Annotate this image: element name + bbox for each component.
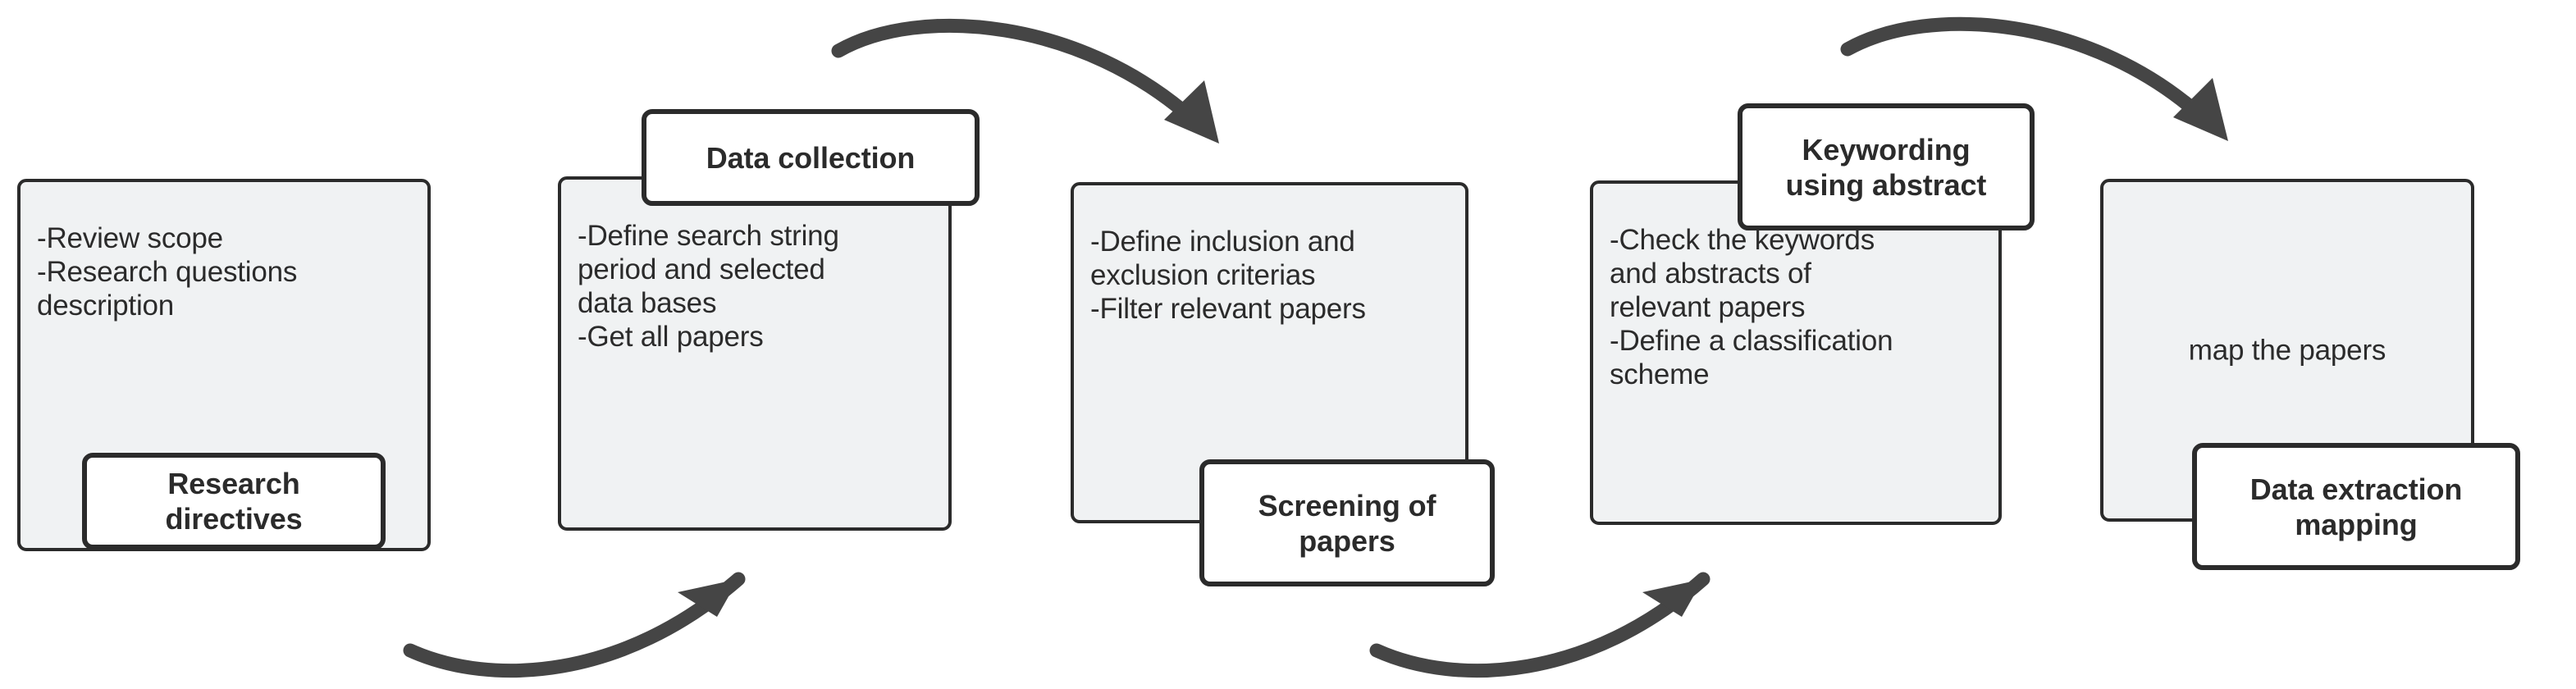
arrow-research-directives-to-data-collection [403,572,746,678]
arrow-line [403,572,746,678]
arrow-head-icon [678,579,738,617]
arrow-line [1369,572,1710,678]
step-label-data-extraction-mapping[interactable]: Data extraction mapping [2192,443,2520,570]
arrow-screening-of-papers-to-keywording [1369,572,1710,678]
step-box-data-collection[interactable]: -Define search string period and selecte… [558,176,952,531]
step-label-text: Research directives [165,467,303,536]
step-label-keywording-using-abstract[interactable]: Keywording using abstract [1738,103,2035,230]
step-label-screening-of-papers[interactable]: Screening of papers [1199,459,1495,586]
step-box-keywording-using-abstract[interactable]: -Check the keywords and abstracts of rel… [1590,180,2002,525]
arrow-head-icon [2173,78,2228,141]
arrow-head-icon [1164,80,1219,144]
arrow-head-icon [1642,579,1703,617]
step-body-text: map the papers [2188,334,2386,367]
step-label-research-directives[interactable]: Research directives [82,453,386,550]
step-body-text: -Review scope -Research questions descri… [37,222,298,322]
step-label-text: Screening of papers [1258,488,1436,558]
step-body-text: -Define inclusion and exclusion criteria… [1090,226,1366,325]
step-body-text: -Define search string period and selecte… [578,220,839,353]
step-label-data-collection[interactable]: Data collection [642,109,980,206]
step-label-text: Data extraction mapping [2249,472,2463,541]
step-body-text: -Check the keywords and abstracts of rel… [1610,224,1893,390]
step-label-text: Keywording using abstract [1785,132,1987,202]
step-label-text: Data collection [706,140,916,175]
